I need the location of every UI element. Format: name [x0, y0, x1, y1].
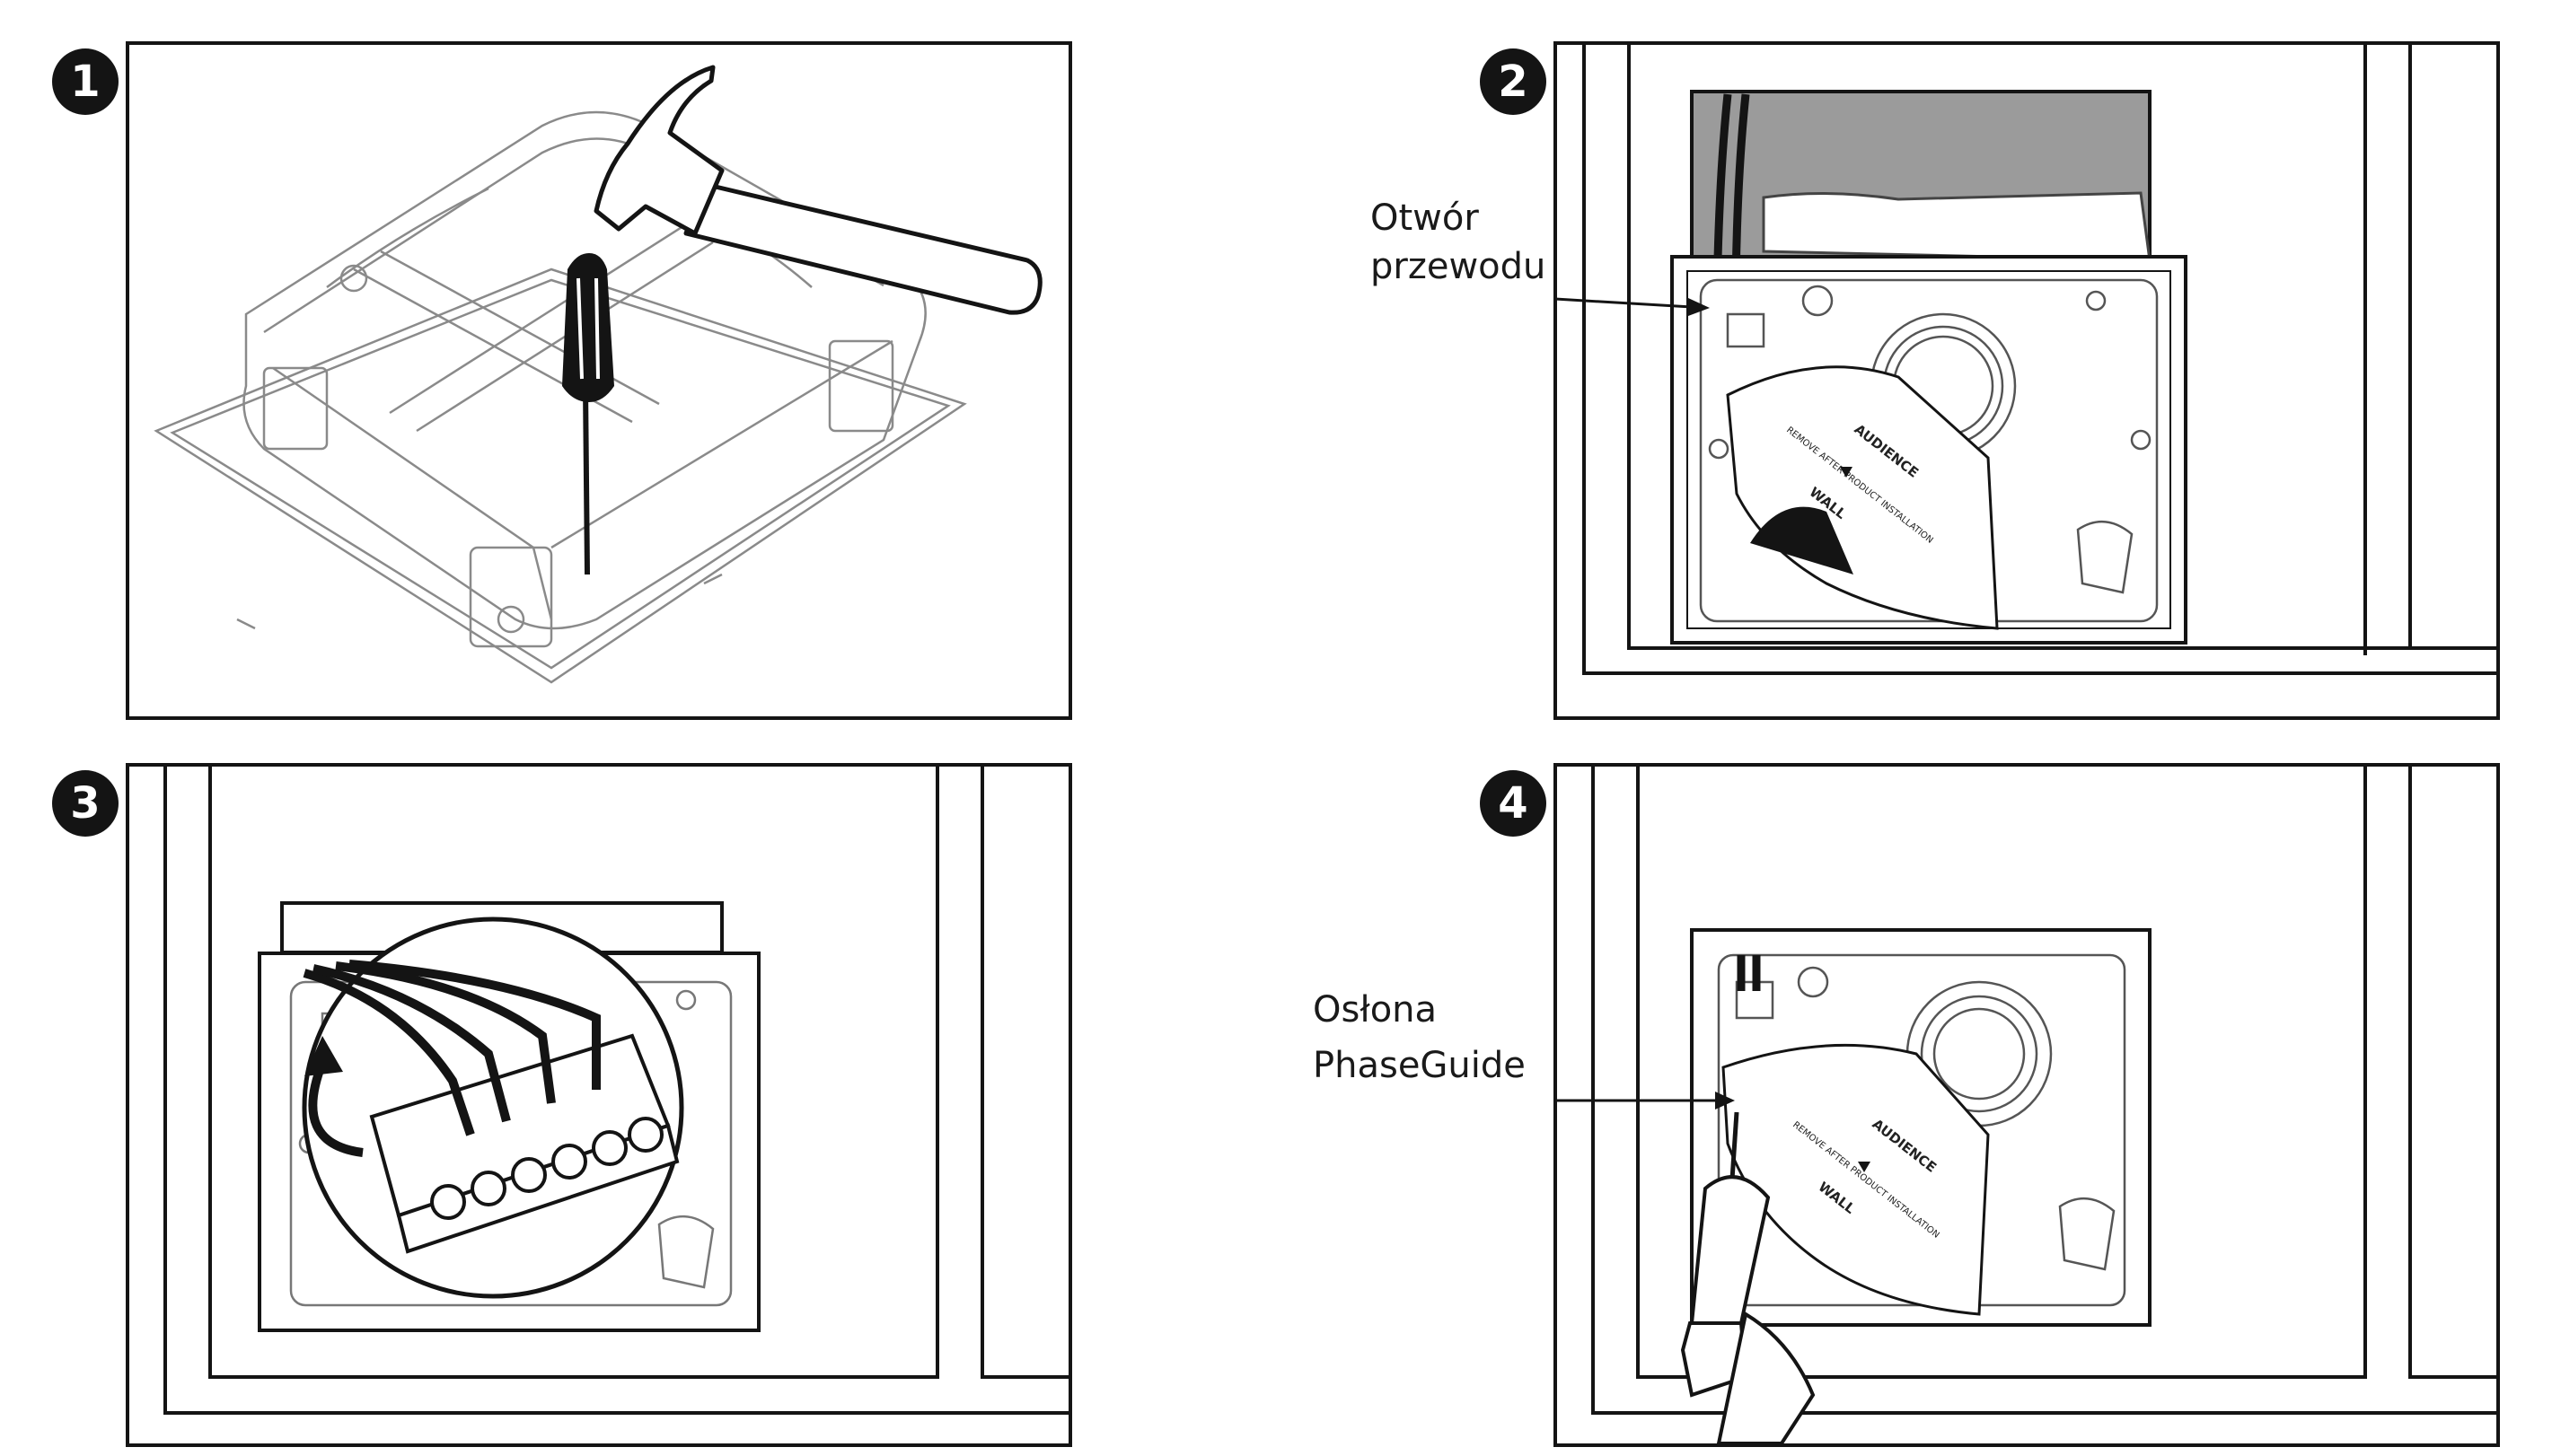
callout-arrow — [1557, 297, 1693, 309]
step-2-badge: 2 — [1480, 48, 1546, 115]
step-2-illustration: AUDIENCE WALL REMOVE AFTER PRODUCT INSTA… — [1557, 45, 2496, 675]
speaker-glyph-icon — [1840, 467, 1852, 478]
wall-frame-outer — [1591, 767, 2496, 1415]
cover-wedge — [1750, 506, 1853, 575]
step-3-illustration — [163, 767, 1069, 1415]
curved-arrow-icon — [308, 1061, 364, 1157]
speaker-flange-outline — [154, 268, 967, 684]
step-4-illustration: AUDIENCE WALL REMOVE AFTER PRODUCT INSTA… — [1557, 767, 2496, 1443]
wire-bundle — [303, 960, 601, 1136]
callout-line-2: PhaseGuide — [1313, 1045, 1526, 1086]
step-2-panel: AUDIENCE WALL REMOVE AFTER PRODUCT INSTA… — [1553, 41, 2500, 720]
wall-frame-outer — [1582, 45, 2496, 675]
callout-line-1: Otwór — [1370, 197, 1479, 239]
speaker-enclosure-outline — [242, 110, 927, 630]
cable-hole-callout: Otwór przewodu — [1370, 194, 1545, 291]
wall-frame-outer — [163, 767, 1069, 1415]
step-3-panel — [126, 763, 1072, 1447]
hammer-icon — [594, 65, 1043, 315]
step-1-badge: 1 — [52, 48, 119, 115]
speaker-glyph-icon — [1858, 1162, 1870, 1172]
step-1-illustration — [154, 65, 1043, 684]
screwdriver-icon — [562, 253, 614, 575]
step-1-panel — [126, 41, 1072, 720]
phaseguide-callout: Osłona PhaseGuide — [1313, 982, 1526, 1093]
step-3-badge: 3 — [52, 770, 119, 837]
step-4-badge: 4 — [1480, 770, 1546, 837]
drill-icon — [1680, 1111, 1816, 1443]
callout-line-2: przewodu — [1370, 246, 1546, 287]
callout-line-1: Osłona — [1313, 989, 1438, 1031]
step-4-panel: AUDIENCE WALL REMOVE AFTER PRODUCT INSTA… — [1553, 763, 2500, 1447]
